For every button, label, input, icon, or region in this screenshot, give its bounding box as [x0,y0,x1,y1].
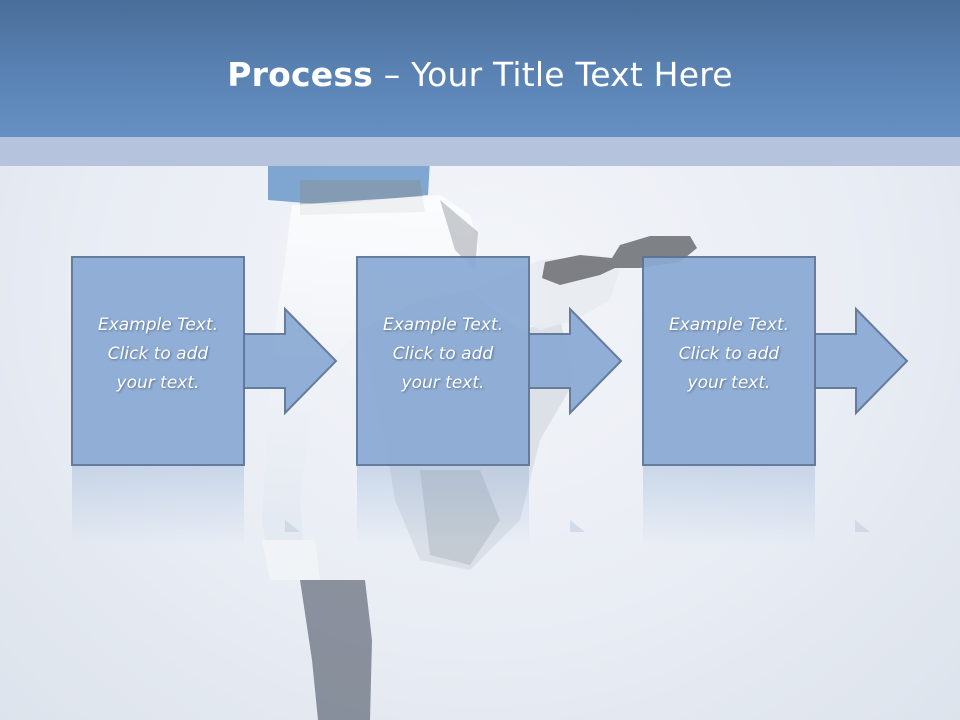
step-2-line-3: your text. [401,373,485,393]
step-3-reflection [643,466,815,546]
step-3-arrow-icon[interactable] [815,306,909,416]
step-3-line-2: Click to add [678,344,780,364]
title-rest-text: – Your Title Text Here [373,55,733,94]
slide-title[interactable]: Process – Your Title Text Here [0,54,960,96]
title-bar [0,0,960,137]
arrow-3-reflection [855,520,870,532]
step-3-text[interactable]: Example Text. Click to add your text. [643,311,815,398]
step-2-text[interactable]: Example Text. Click to add your text. [357,311,529,398]
step-2-line-2: Click to add [392,344,494,364]
step-3-box[interactable] [642,256,816,466]
step-1-arrow-icon[interactable] [244,306,338,416]
step-2-arrow-icon[interactable] [529,306,623,416]
title-bold-text: Process [227,55,374,94]
step-2-reflection [357,466,529,546]
step-3-line-3: your text. [687,373,771,393]
step-1-line-3: your text. [116,373,200,393]
title-strip [0,137,960,166]
step-1-line-2: Click to add [107,344,209,364]
step-1-box[interactable] [71,256,245,466]
step-3-line-1: Example Text. [668,315,790,335]
step-2-box[interactable] [356,256,530,466]
step-1-reflection [72,466,244,546]
arrow-2-reflection [570,520,585,532]
step-2-line-1: Example Text. [382,315,504,335]
step-1-text[interactable]: Example Text. Click to add your text. [72,311,244,398]
arrow-1-reflection [285,520,300,532]
step-1-line-1: Example Text. [97,315,219,335]
